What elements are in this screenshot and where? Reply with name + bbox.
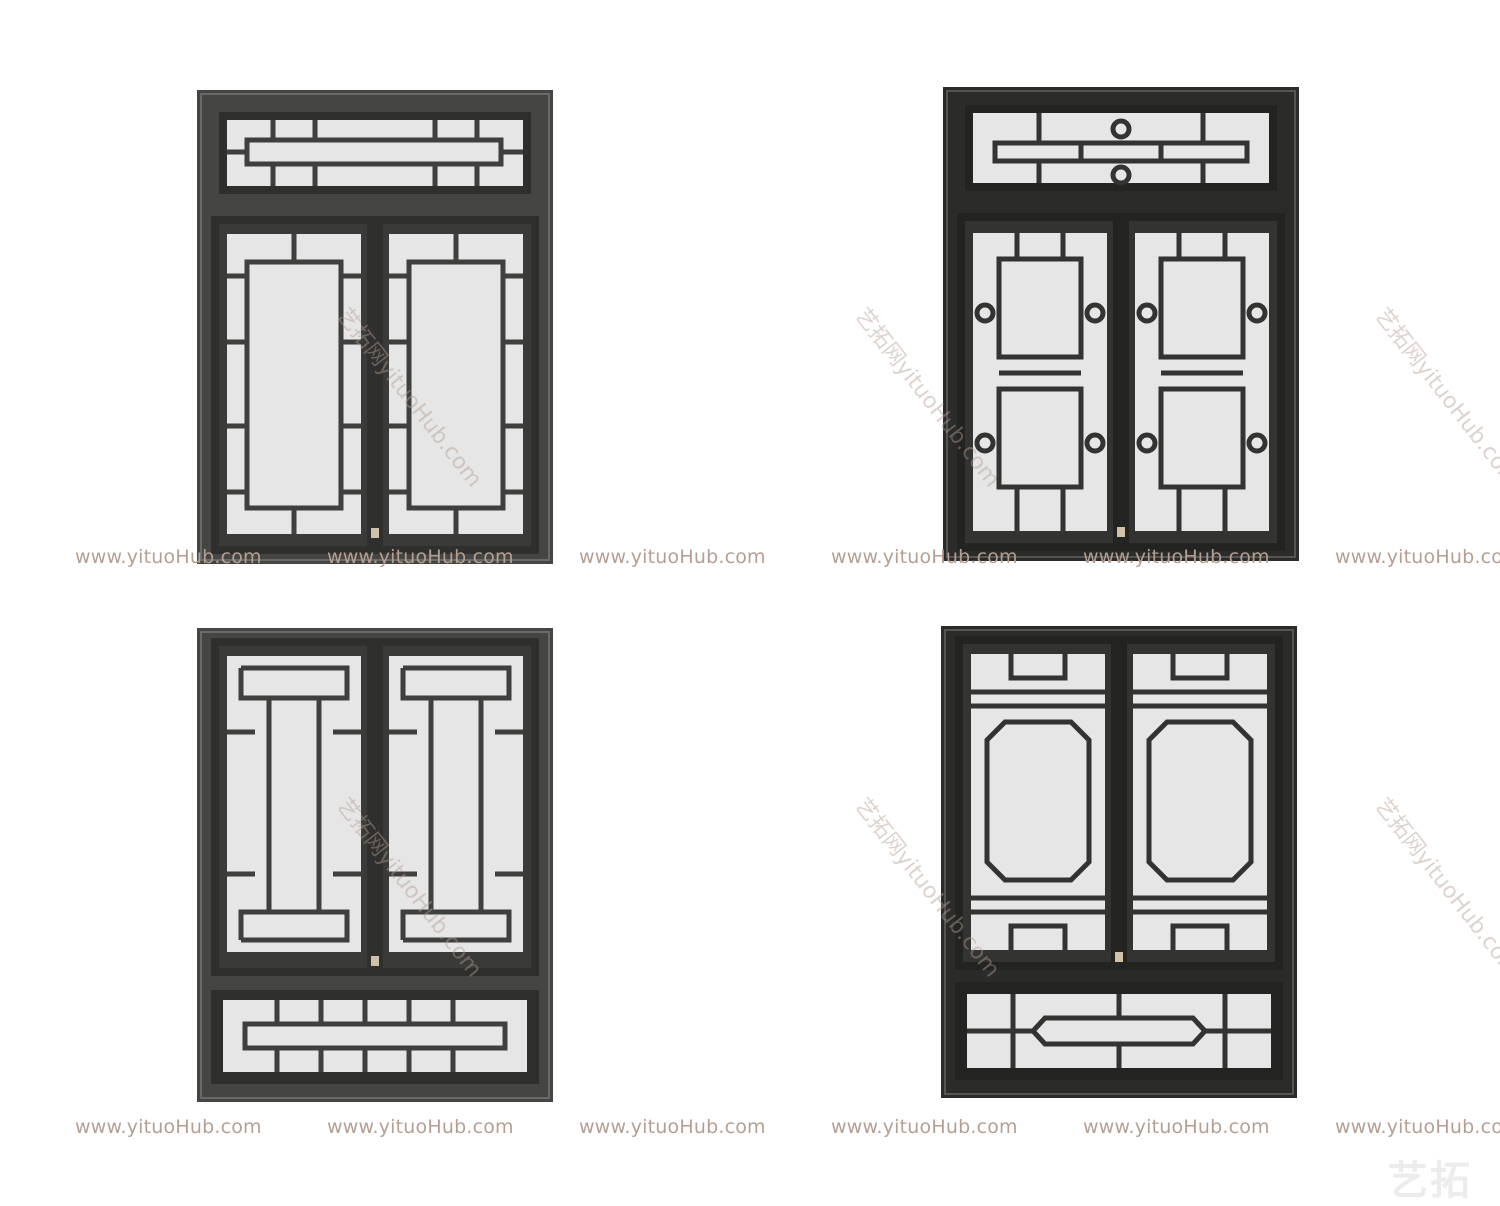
watermark-text: www.yituoHub.com — [1335, 546, 1500, 568]
watermark-text: www.yituoHub.com — [327, 546, 514, 568]
window-illustration — [943, 87, 1299, 561]
watermark-text: www.yituoHub.com — [579, 546, 766, 568]
window-transom-bottom-dark — [941, 626, 1297, 1098]
watermark-row-lower: www.yituoHub.com www.yituoHub.com www.yi… — [0, 1116, 1500, 1146]
site-logo: 艺拓 — [1388, 1158, 1472, 1204]
handle-icon — [371, 528, 379, 538]
watermark-text: www.yituoHub.com — [327, 1116, 514, 1138]
window-illustration — [197, 90, 553, 564]
watermark-text: www.yituoHub.com — [1083, 1116, 1270, 1138]
window-transom-top-dark — [943, 87, 1299, 561]
handle-icon — [1117, 527, 1125, 537]
window-illustration — [941, 626, 1297, 1098]
watermark-text: www.yituoHub.com — [1083, 546, 1270, 568]
watermark-text: www.yituoHub.com — [75, 1116, 262, 1138]
watermark-text: www.yituoHub.com — [1335, 1116, 1500, 1138]
window-illustration — [197, 628, 553, 1102]
watermark-text: www.yituoHub.com — [831, 1116, 1018, 1138]
window-transom-bottom-light — [197, 628, 553, 1102]
diagonal-watermark: 艺拓网yituoHub.com — [1369, 793, 1500, 983]
watermark-row-upper: www.yituoHub.com www.yituoHub.com www.yi… — [0, 546, 1500, 576]
watermark-text: www.yituoHub.com — [579, 1116, 766, 1138]
watermark-text: www.yituoHub.com — [831, 546, 1018, 568]
diagonal-watermark: 艺拓网yituoHub.com — [1369, 303, 1500, 493]
window-transom-top-light — [197, 90, 553, 564]
handle-icon — [371, 956, 379, 966]
handle-icon — [1115, 952, 1123, 962]
watermark-text: www.yituoHub.com — [75, 546, 262, 568]
